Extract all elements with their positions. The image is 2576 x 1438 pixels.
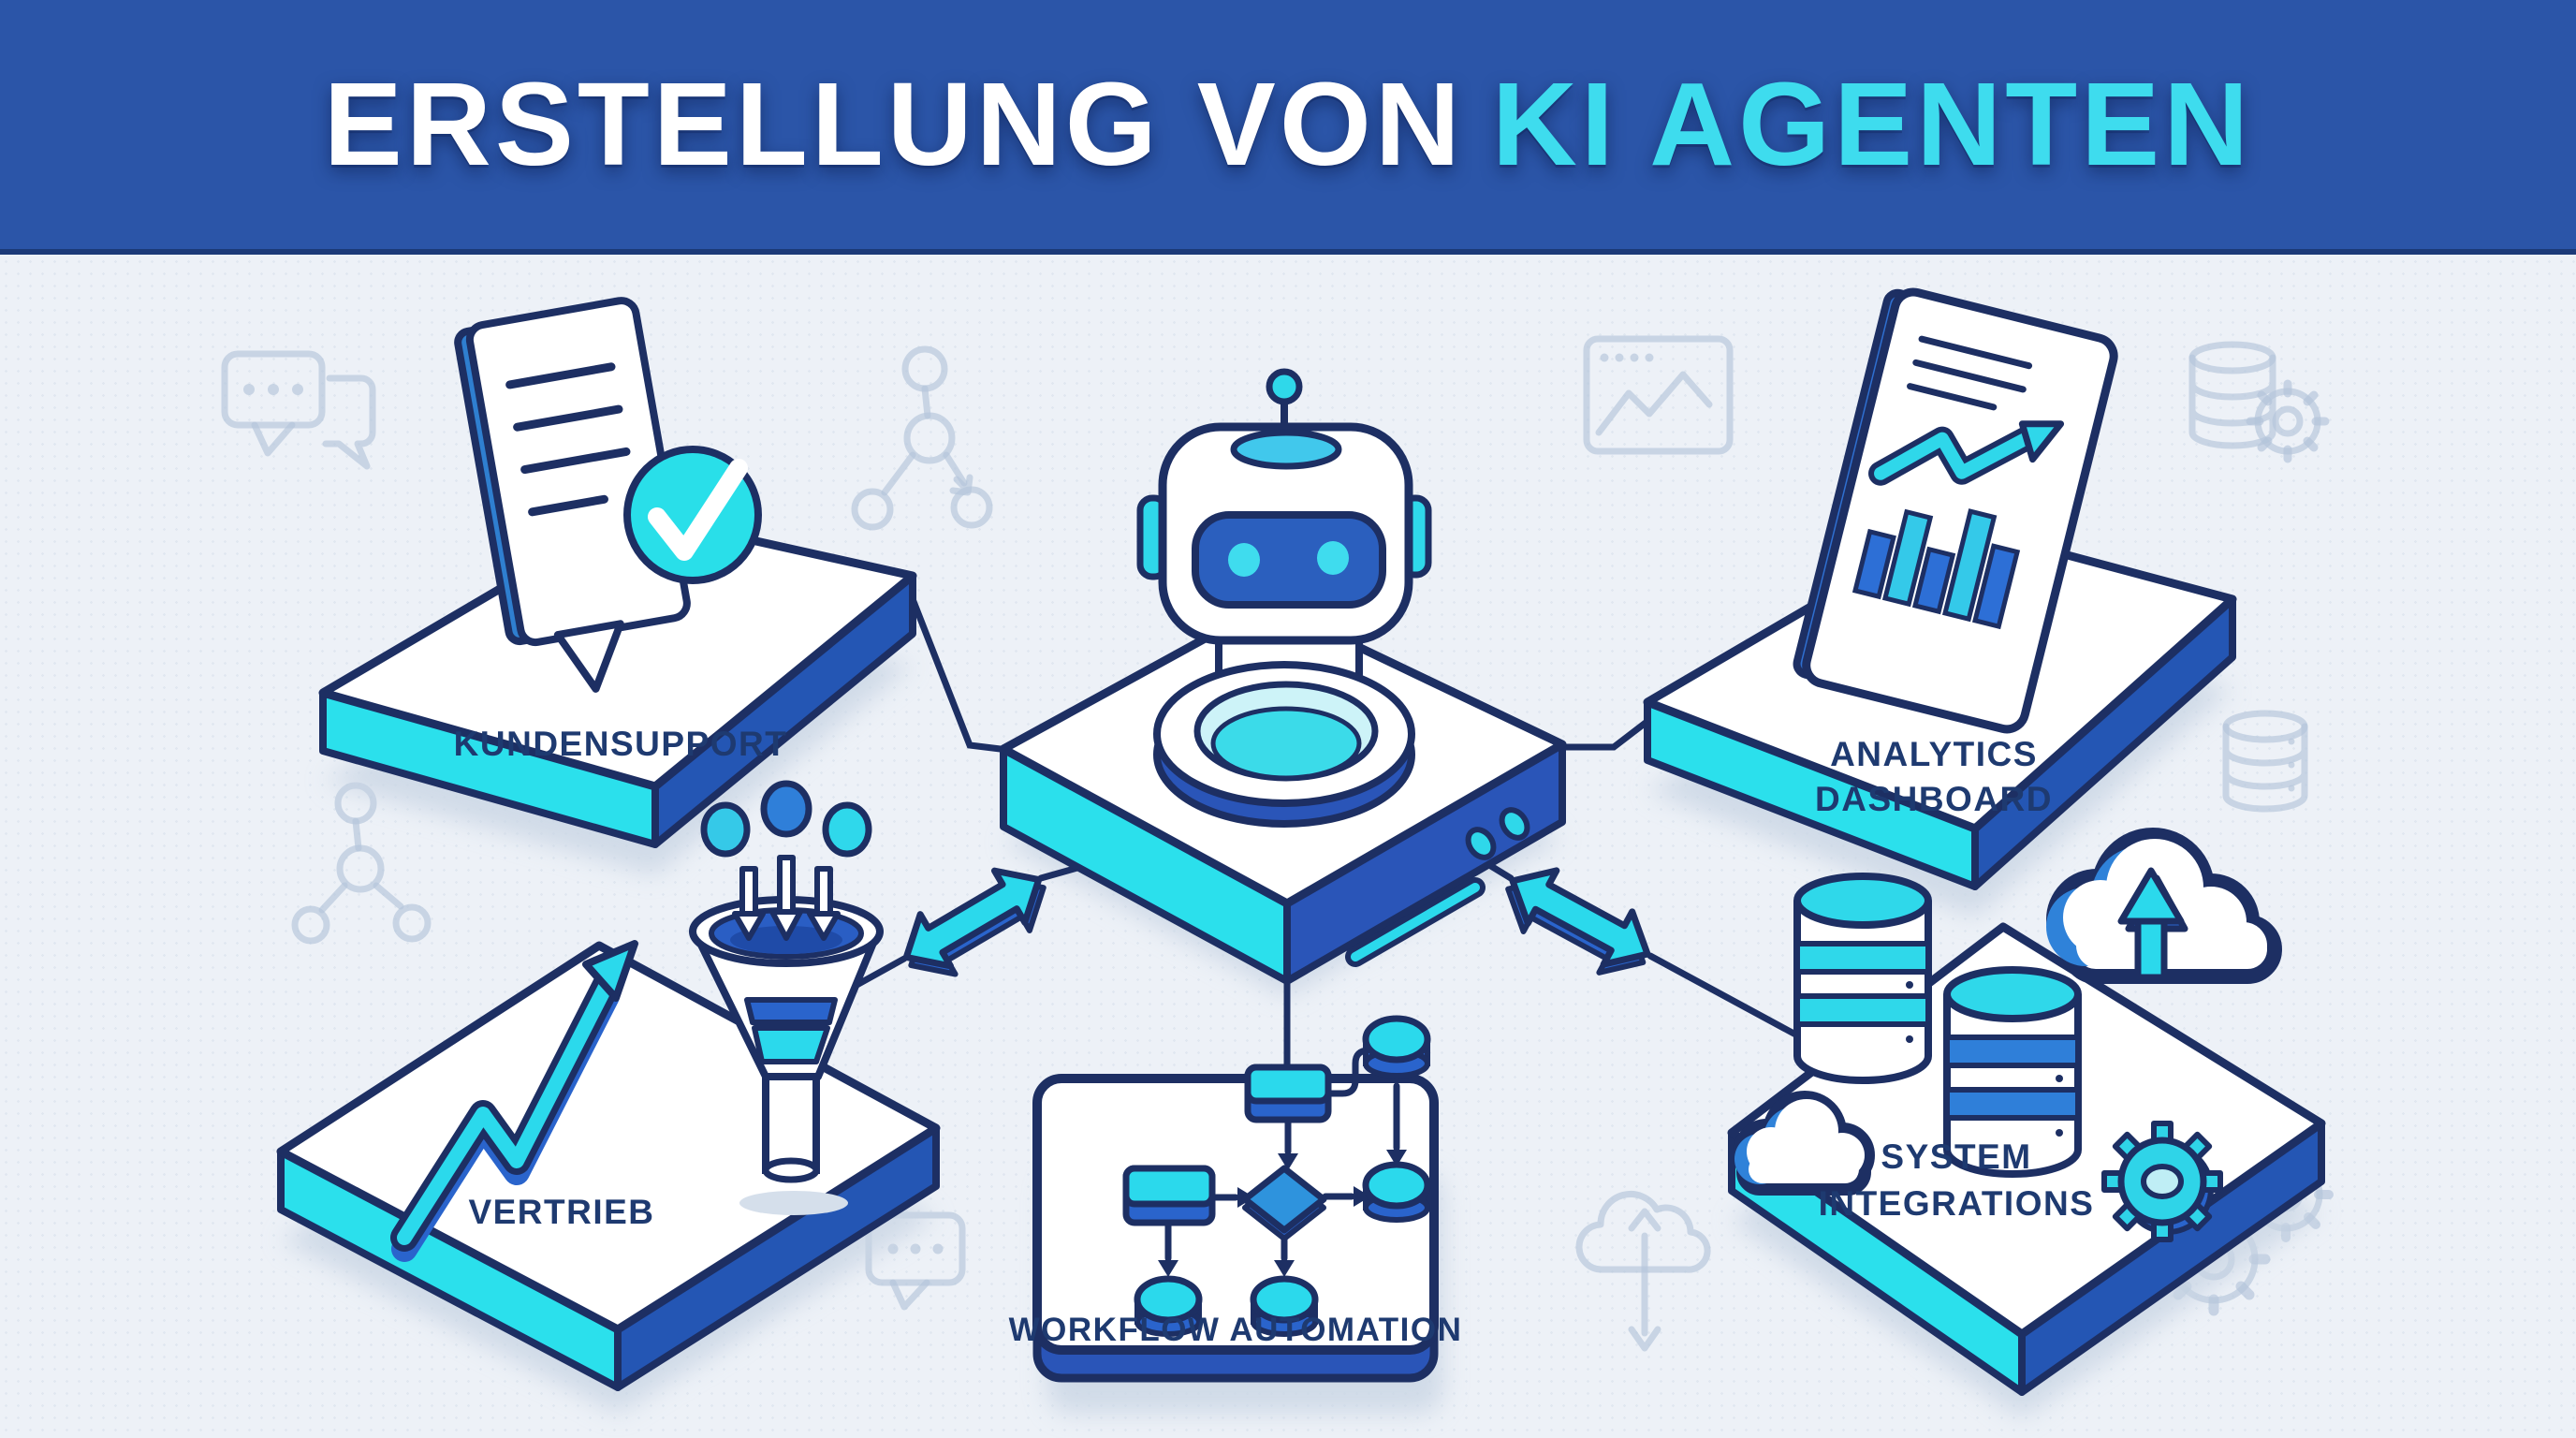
database-deco-icon [2222, 710, 2308, 813]
cloud-upload-icon [2046, 828, 2282, 984]
dashboard-chart-icon [1793, 287, 2118, 734]
analytics-label-line1: ANALYTICS [1830, 735, 2038, 773]
sync-arrow-right-icon [1505, 867, 1651, 976]
chat-document-icon [454, 297, 691, 693]
gear-icon [2101, 1121, 2223, 1242]
connector-kundensupport [902, 579, 1019, 755]
growth-arrow-icon [390, 940, 638, 1262]
analytics-label-line2: DASHBOARD [1815, 780, 2053, 818]
robot-eye-right [1317, 541, 1349, 575]
check-icon [623, 446, 762, 584]
robot-visor [1192, 511, 1386, 609]
chat-bubbles-icon [221, 350, 376, 470]
analytics-platform: ANALYTICS DASHBOARD [1643, 287, 2237, 890]
kundensupport-platform: KUNDENSUPPORT [318, 297, 917, 848]
title-banner: ERSTELLUNG VON KI AGENTEN [0, 0, 2576, 255]
database-gear-deco-icon [2188, 341, 2330, 463]
system-integrations-platform: SYSTEM INTEGRATIONS [1727, 828, 2326, 1396]
robot-icon [1136, 368, 1432, 715]
system-label-line2: INTEGRATIONS [1819, 1184, 2095, 1223]
cloud-icon [1733, 1091, 1875, 1196]
database-icon [1793, 873, 1932, 1084]
page-title: ERSTELLUNG VON [323, 58, 1464, 190]
workflow-card: WORKFLOW AUTOMATION [1009, 1015, 1463, 1383]
workflow-label: WORKFLOW AUTOMATION [1009, 1312, 1463, 1348]
sync-arrow-left-icon [902, 867, 1046, 977]
system-label-line1: SYSTEM [1881, 1137, 2031, 1176]
flowchart-icon [1122, 1015, 1431, 1337]
flowchart-deco2-icon [291, 782, 432, 945]
platform-ring [1153, 661, 1415, 828]
robot-eye-left [1228, 543, 1260, 577]
chart-frame-icon [1583, 335, 1734, 455]
vertrieb-platform: VERTRIEB [276, 780, 941, 1391]
flowchart-deco-icon [851, 345, 993, 531]
page-title-accent: KI AGENTEN [1491, 58, 2253, 190]
database-icon-2 [1943, 966, 2082, 1178]
cloud-sync-deco-icon [1575, 1191, 1711, 1352]
vertrieb-label: VERTRIEB [468, 1193, 654, 1231]
central-platform [999, 368, 1567, 985]
kundensupport-label: KUNDENSUPPORT [454, 725, 788, 763]
funnel-icon [689, 780, 884, 1215]
